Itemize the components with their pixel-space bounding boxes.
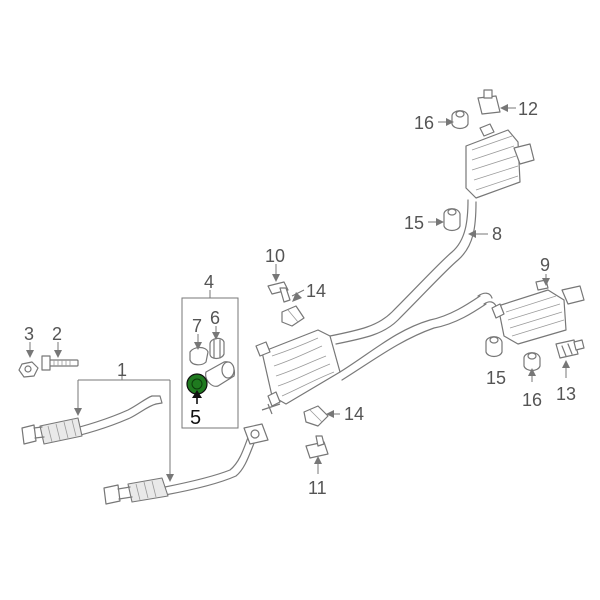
arrow-2 bbox=[54, 350, 62, 358]
callout-15-upper: 15 bbox=[404, 213, 424, 233]
callout-11: 11 bbox=[308, 478, 327, 498]
callout-1: 1 bbox=[117, 360, 127, 380]
arrow-13 bbox=[562, 360, 570, 368]
kit-4-sleeve[interactable] bbox=[205, 361, 235, 387]
rear-muffler-upper[interactable] bbox=[465, 123, 535, 199]
part-16-grommet-lower[interactable] bbox=[523, 352, 541, 372]
part-11-hanger[interactable] bbox=[305, 435, 329, 459]
arrow-14b bbox=[326, 410, 334, 418]
arrow-8 bbox=[468, 230, 476, 238]
part-10-hanger[interactable] bbox=[267, 281, 291, 303]
callout-15-lower: 15 bbox=[486, 368, 506, 388]
callout-2: 2 bbox=[52, 324, 62, 344]
callout-5: 5 bbox=[190, 407, 201, 429]
arrow-3 bbox=[26, 350, 34, 358]
part-12-hanger[interactable] bbox=[477, 89, 501, 115]
arrow-10 bbox=[272, 274, 280, 282]
part-7-clamp[interactable] bbox=[189, 346, 209, 366]
callout-16-lower: 16 bbox=[522, 390, 542, 410]
part-1-front-pipe-upper[interactable] bbox=[21, 395, 163, 445]
callout-12: 12 bbox=[518, 99, 538, 119]
part-14-insulator-upper[interactable] bbox=[281, 305, 305, 327]
arrow-11 bbox=[314, 456, 322, 464]
arrow-12 bbox=[500, 104, 508, 112]
part-1-front-pipe-lower[interactable] bbox=[103, 423, 269, 505]
arrow-6 bbox=[212, 332, 220, 340]
part-15-insulator-upper[interactable] bbox=[443, 208, 461, 232]
callout-13: 13 bbox=[556, 384, 576, 404]
callout-3: 3 bbox=[24, 324, 34, 344]
leader-1 bbox=[77, 372, 171, 478]
callout-7: 7 bbox=[192, 316, 202, 336]
part-15-insulator-lower[interactable] bbox=[485, 336, 503, 358]
callout-10: 10 bbox=[265, 246, 285, 266]
arrow-7 bbox=[194, 342, 202, 350]
part-3-nut[interactable] bbox=[18, 361, 39, 378]
arrow-9 bbox=[542, 278, 550, 286]
part-2-bolt[interactable] bbox=[41, 355, 79, 371]
callout-14-upper: 14 bbox=[306, 281, 326, 301]
part-13-hanger[interactable] bbox=[555, 339, 585, 359]
arrow-16a bbox=[446, 118, 454, 126]
rear-muffler-lower[interactable] bbox=[491, 279, 585, 345]
callout-14-lower: 14 bbox=[344, 404, 364, 424]
arrow-5 bbox=[192, 390, 202, 398]
callout-16-upper: 16 bbox=[414, 113, 434, 133]
arrow-1b bbox=[166, 474, 174, 482]
leader-14a bbox=[291, 289, 305, 297]
callout-9: 9 bbox=[540, 255, 550, 275]
center-muffler[interactable] bbox=[255, 329, 341, 415]
callout-6: 6 bbox=[210, 308, 220, 328]
part-16-grommet-upper[interactable] bbox=[451, 110, 469, 130]
arrow-14a bbox=[292, 292, 302, 302]
arrow-1a bbox=[74, 408, 82, 416]
callout-8: 8 bbox=[492, 224, 502, 244]
arrow-15a bbox=[436, 218, 444, 226]
part-14-insulator-lower[interactable] bbox=[303, 405, 329, 427]
part-6-clamp[interactable] bbox=[209, 337, 225, 360]
callout-4: 4 bbox=[204, 272, 214, 292]
arrow-16b bbox=[528, 368, 536, 376]
